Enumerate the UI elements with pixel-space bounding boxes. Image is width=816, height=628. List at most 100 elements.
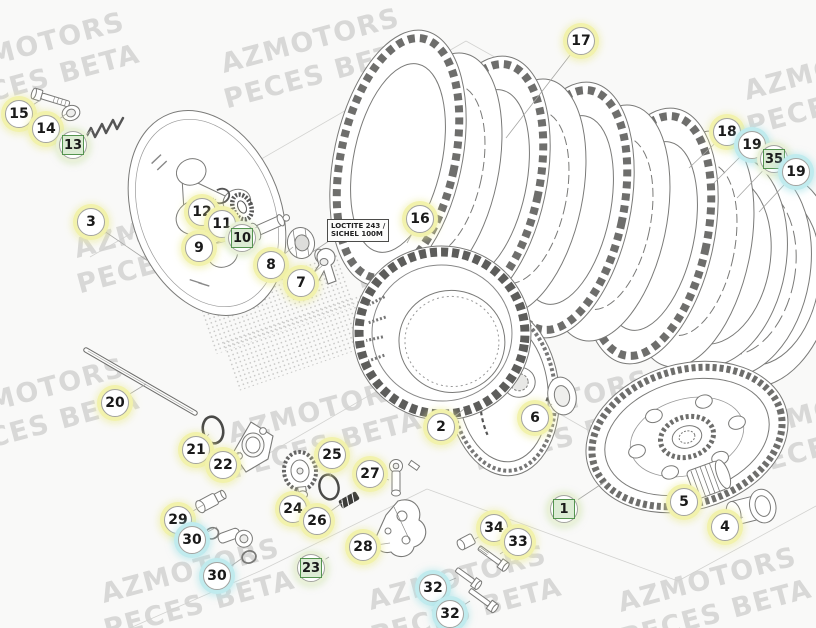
- callout-24[interactable]: 24: [279, 495, 307, 523]
- callout-number: 23: [300, 558, 322, 578]
- callout-number: 5: [679, 494, 689, 510]
- callout-number: 6: [530, 410, 540, 426]
- callout-number: 26: [307, 513, 327, 529]
- callout-23[interactable]: 23: [297, 554, 325, 582]
- part-spring-13: [82, 116, 125, 143]
- callout-2[interactable]: 2: [427, 413, 455, 441]
- part-circlip-12: [211, 187, 231, 205]
- callout-9[interactable]: 9: [185, 234, 213, 262]
- callout-19[interactable]: 19: [782, 158, 810, 186]
- callout-26[interactable]: 26: [303, 507, 331, 535]
- callout-32[interactable]: 32: [436, 600, 464, 628]
- callout-number: 34: [484, 520, 504, 536]
- callout-1[interactable]: 1: [550, 495, 578, 523]
- part-bolt-32a: [455, 567, 483, 590]
- part-plug-29: [195, 489, 227, 514]
- part-washer-6: [547, 376, 577, 416]
- callout-number: 20: [105, 395, 125, 411]
- callout-number: 16: [410, 211, 430, 227]
- callout-28[interactable]: 28: [349, 533, 377, 561]
- callout-number: 7: [296, 275, 306, 291]
- callout-number: 33: [508, 534, 528, 550]
- callout-15[interactable]: 15: [5, 100, 33, 128]
- callout-number: 2: [436, 419, 446, 435]
- callout-5[interactable]: 5: [670, 488, 698, 516]
- part-washer-14: [61, 104, 81, 122]
- part-oring-21: [201, 415, 225, 445]
- callout-21[interactable]: 21: [182, 436, 210, 464]
- loctite-note-line1: LOCTITE 243 /: [331, 222, 386, 230]
- callout-number: 29: [168, 512, 188, 528]
- part-bolt-32b: [468, 588, 499, 614]
- callout-number: 15: [9, 106, 29, 122]
- part-gasket-22: [232, 421, 274, 473]
- loctite-note: LOCTITE 243 / SICHEL 100M: [327, 219, 390, 242]
- callout-number: 1: [553, 499, 575, 519]
- callout-10[interactable]: 10: [228, 224, 256, 252]
- part-friction-ring: [352, 245, 532, 421]
- callout-29[interactable]: 29: [164, 506, 192, 534]
- callout-number: 19: [742, 137, 762, 153]
- callout-11[interactable]: 11: [208, 210, 236, 238]
- part-banjo-bolt-27: [389, 459, 421, 497]
- callout-17[interactable]: 17: [567, 27, 595, 55]
- callout-32[interactable]: 32: [419, 574, 447, 602]
- part-fitting-30: [204, 526, 253, 548]
- callout-number: 35: [763, 149, 785, 169]
- callout-6[interactable]: 6: [521, 404, 549, 432]
- callout-number: 32: [440, 606, 460, 622]
- callout-number: 21: [186, 442, 206, 458]
- callout-13[interactable]: 13: [59, 131, 87, 159]
- callout-number: 11: [212, 216, 232, 232]
- callout-34[interactable]: 34: [480, 514, 508, 542]
- callout-number: 19: [786, 164, 806, 180]
- callout-27[interactable]: 27: [356, 460, 384, 488]
- callout-number: 10: [231, 228, 253, 248]
- part-nut-34: [456, 533, 476, 551]
- callout-number: 28: [353, 539, 373, 555]
- part-thrust-bearing-11: [229, 192, 255, 222]
- callout-number: 22: [213, 457, 233, 473]
- callout-number: 9: [194, 240, 204, 256]
- callout-18[interactable]: 18: [713, 118, 741, 146]
- part-oring-25: [318, 473, 340, 501]
- callout-number: 30: [207, 568, 227, 584]
- callout-number: 3: [86, 214, 96, 230]
- callout-number: 27: [360, 466, 380, 482]
- callout-number: 18: [717, 124, 737, 140]
- callout-3[interactable]: 3: [77, 208, 105, 236]
- part-clutch-basket: [585, 360, 789, 514]
- loctite-note-line2: SICHEL 100M: [331, 230, 383, 239]
- callout-number: 8: [266, 257, 276, 273]
- callout-number: 25: [322, 447, 342, 463]
- callout-7[interactable]: 7: [287, 269, 315, 297]
- callout-4[interactable]: 4: [711, 513, 739, 541]
- part-clutch-plate-stack: [329, 29, 755, 368]
- part-needle-bearing: [686, 459, 732, 500]
- callout-number: 14: [36, 121, 56, 137]
- callout-8[interactable]: 8: [257, 251, 285, 279]
- callout-25[interactable]: 25: [318, 441, 346, 469]
- part-nut-8: [286, 227, 316, 259]
- part-pin-26: [338, 491, 360, 509]
- callout-number: 32: [423, 580, 443, 596]
- callout-number: 13: [62, 135, 84, 155]
- callout-20[interactable]: 20: [101, 389, 129, 417]
- part-bolt-15: [30, 87, 71, 108]
- callout-30[interactable]: 30: [203, 562, 231, 590]
- callout-30[interactable]: 30: [178, 526, 206, 554]
- callout-22[interactable]: 22: [209, 451, 237, 479]
- callout-number: 24: [283, 501, 303, 517]
- callout-number: 12: [192, 204, 212, 220]
- part-bracket-28: [374, 499, 427, 558]
- callout-33[interactable]: 33: [504, 528, 532, 556]
- part-actuator-7: [310, 247, 337, 285]
- part-pushrod-20: [83, 347, 198, 416]
- part-gear-24: [281, 450, 319, 500]
- callout-number: 4: [720, 519, 730, 535]
- callout-number: 17: [571, 33, 591, 49]
- callout-16[interactable]: 16: [406, 205, 434, 233]
- callout-14[interactable]: 14: [32, 115, 60, 143]
